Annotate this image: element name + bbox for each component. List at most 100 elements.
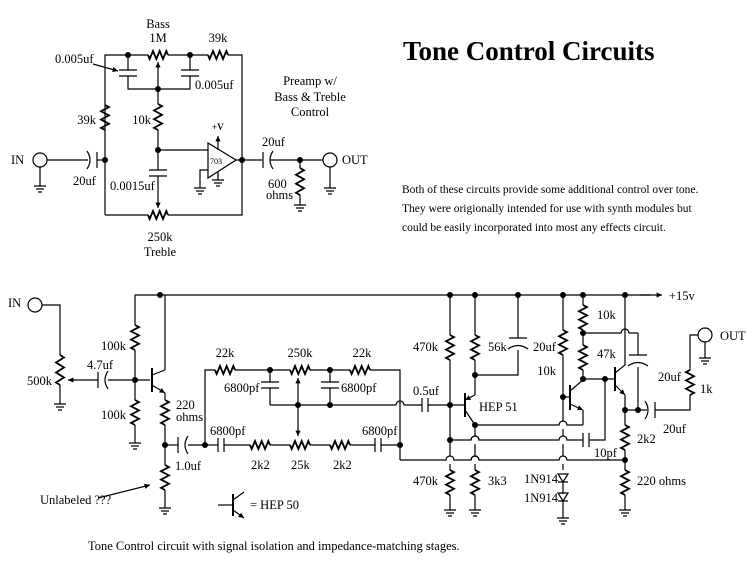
capacitor-symbol <box>374 438 382 452</box>
emitter-resistor-value: 220 <box>176 398 195 412</box>
top-resistor-value: 10k <box>597 308 617 322</box>
q3-bias-value: 10k <box>537 364 557 378</box>
resistor-symbol <box>577 304 589 331</box>
resistor-symbol <box>129 399 141 426</box>
resistor-symbol <box>99 104 111 131</box>
resistor-symbol <box>147 208 169 222</box>
resistor-symbol <box>469 334 481 361</box>
wire <box>204 369 215 445</box>
hep50-legend: = HEP 50 <box>250 498 299 512</box>
resistor-symbol <box>289 438 311 452</box>
wire-crossover <box>450 435 583 441</box>
resistor-symbol <box>577 344 589 371</box>
arrow-icon <box>465 395 471 400</box>
arrow-icon <box>68 377 74 383</box>
arrow-icon <box>295 430 301 436</box>
bias-top-value: 100k <box>101 339 127 353</box>
feedback-resistor-value: 39k <box>209 31 229 45</box>
wire <box>199 169 208 182</box>
input-cap-value: 20uf <box>73 174 97 188</box>
load-resistor-value: 600 <box>268 177 287 191</box>
wire <box>151 369 166 376</box>
jack-icon <box>697 327 713 343</box>
description-line-1: Both of these circuits provide some addi… <box>402 184 698 196</box>
resistor-symbol <box>557 329 569 356</box>
electrolytic-capacitor-symbol <box>97 370 109 390</box>
resistor-symbol <box>349 363 371 377</box>
wire <box>475 350 519 376</box>
arrow-icon <box>155 62 161 68</box>
tone-in-label: IN <box>8 296 21 310</box>
resistor-symbol <box>207 48 229 62</box>
input-pot-value: 500k <box>27 374 53 388</box>
bass-cap-right-value: 6800pf <box>341 381 377 395</box>
description-line-2: They were origionally intended for use w… <box>402 203 692 215</box>
preamp-in-label: IN <box>11 153 24 167</box>
load-resistor-unit: ohms <box>266 188 293 202</box>
wire <box>589 379 606 441</box>
resistor-symbol <box>152 103 164 131</box>
treble-resistor-left-value: 2k2 <box>251 458 270 472</box>
ground-icon <box>699 352 711 365</box>
resistor-symbol <box>619 469 631 496</box>
arrow-icon <box>159 387 165 393</box>
preamp-title-3: Control <box>291 105 330 119</box>
resistor-2k2-value: 2k2 <box>637 432 656 446</box>
capacitor-symbol <box>119 69 137 77</box>
capacitor-symbol <box>582 433 590 447</box>
ground-icon <box>194 182 206 195</box>
divider-bottom-value: 470k <box>413 474 439 488</box>
wire <box>464 409 476 426</box>
resistor-symbol <box>684 369 696 396</box>
capacitor-symbol <box>261 381 279 389</box>
treble-cap-left-value: 6800pf <box>210 424 246 438</box>
wire-crossover <box>270 400 422 406</box>
supply-label: +15v <box>669 289 696 303</box>
preamp-title-2: Bass & Treble <box>274 90 346 104</box>
diode-symbol <box>556 492 570 503</box>
caption: Tone Control circuit with signal isolati… <box>88 539 460 553</box>
wire <box>370 369 401 460</box>
bass-label: Bass <box>146 17 170 31</box>
capacitor-symbol <box>421 398 429 412</box>
wire-crossover <box>583 328 638 334</box>
treble-pot-value: 25k <box>291 458 311 472</box>
treble-pot-value: 250k <box>148 230 174 244</box>
junction-dot <box>239 157 245 163</box>
resistor-symbol <box>619 424 631 451</box>
preamp-out-label: OUT <box>342 153 368 167</box>
diode-1-label: 1N914 <box>524 472 559 486</box>
resistor-220-value: 220 ohms <box>637 474 686 488</box>
collector-resistor-value: 56k <box>488 340 508 354</box>
opamp-label: 703 <box>210 157 222 166</box>
coupling-cap-value: 1.0uf <box>175 459 202 473</box>
bass-resistor-left-value: 22k <box>216 346 236 360</box>
output-resistor-value: 1k <box>700 382 713 396</box>
electrolytic-capacitor-symbol <box>86 150 98 170</box>
wire <box>168 54 243 216</box>
bass-cap-left-value: 0.005uf <box>55 52 94 66</box>
bass-resistor-right-value: 22k <box>353 346 373 360</box>
ground-icon <box>324 182 336 195</box>
electrolytic-capacitor-symbol <box>507 337 529 350</box>
junction-dot <box>397 442 403 448</box>
resistor-symbol <box>54 354 66 386</box>
bias-bottom-value: 100k <box>101 408 127 422</box>
arrow-icon <box>295 378 301 384</box>
ground-icon <box>212 174 224 187</box>
bass-cap-left-value: 6800pf <box>224 381 260 395</box>
divider-top-value: 470k <box>413 340 439 354</box>
wire <box>569 379 584 392</box>
bootstrap-cap-value: 20uf <box>658 370 682 384</box>
resistor-symbol <box>469 469 481 496</box>
jack-icon <box>27 297 43 313</box>
resistor-symbol <box>329 438 351 452</box>
diode-2-label: 1N914 <box>524 491 559 505</box>
bass-pot-value: 1M <box>149 31 166 45</box>
hep51-label: HEP 51 <box>479 400 518 414</box>
ground-icon <box>129 437 141 450</box>
resistor-3k3-value: 3k3 <box>488 474 507 488</box>
resistor-symbol <box>294 167 306 196</box>
input-cap-value: 4.7uf <box>87 358 114 372</box>
